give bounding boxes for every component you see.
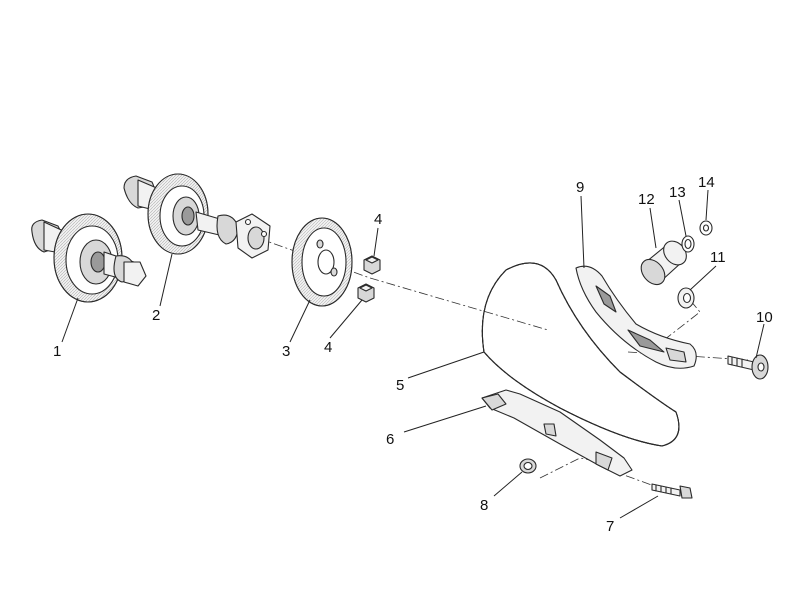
- pivot-bolt-part-10: [727, 354, 769, 380]
- callout-10: 10: [756, 309, 773, 326]
- bolt-part-7: [651, 483, 693, 499]
- callout-6: 6: [386, 431, 394, 448]
- leader-lines: [61, 189, 765, 519]
- callout-11: 11: [710, 249, 726, 266]
- callout-13: 13: [669, 184, 686, 201]
- washer-part-14: [699, 220, 713, 236]
- callout-7: 7: [606, 518, 614, 535]
- chain-tensioner-slipper-part-9: [575, 265, 697, 369]
- camshaft-gear-part-2: [123, 173, 271, 259]
- callout-9: 9: [576, 179, 584, 196]
- callout-labels: 1 2 3 4 4 5 6 7 8 9 10 11 12 13 14: [53, 174, 773, 535]
- sprocket-part-3: [291, 217, 353, 307]
- chain-guide-part-6: [481, 389, 633, 477]
- callout-5: 5: [396, 377, 404, 394]
- callout-14: 14: [698, 174, 715, 191]
- callout-8: 8: [480, 497, 488, 514]
- o-ring-part-13: [681, 235, 695, 253]
- callout-4-upper: 4: [374, 211, 382, 228]
- nut-part-4-upper: [363, 255, 381, 275]
- callout-12: 12: [638, 191, 655, 208]
- callout-3: 3: [282, 343, 290, 360]
- nut-part-4-lower: [357, 283, 375, 303]
- callout-1: 1: [53, 343, 61, 360]
- callout-2: 2: [152, 307, 160, 324]
- timing-chain-part-5: [481, 262, 680, 447]
- bushing-part-8: [519, 458, 537, 474]
- washer-part-11: [677, 287, 695, 309]
- camshaft-gear-part-1: [31, 213, 147, 303]
- tensioner-plunger-part-12: [640, 240, 687, 286]
- callout-4-lower: 4: [324, 339, 332, 356]
